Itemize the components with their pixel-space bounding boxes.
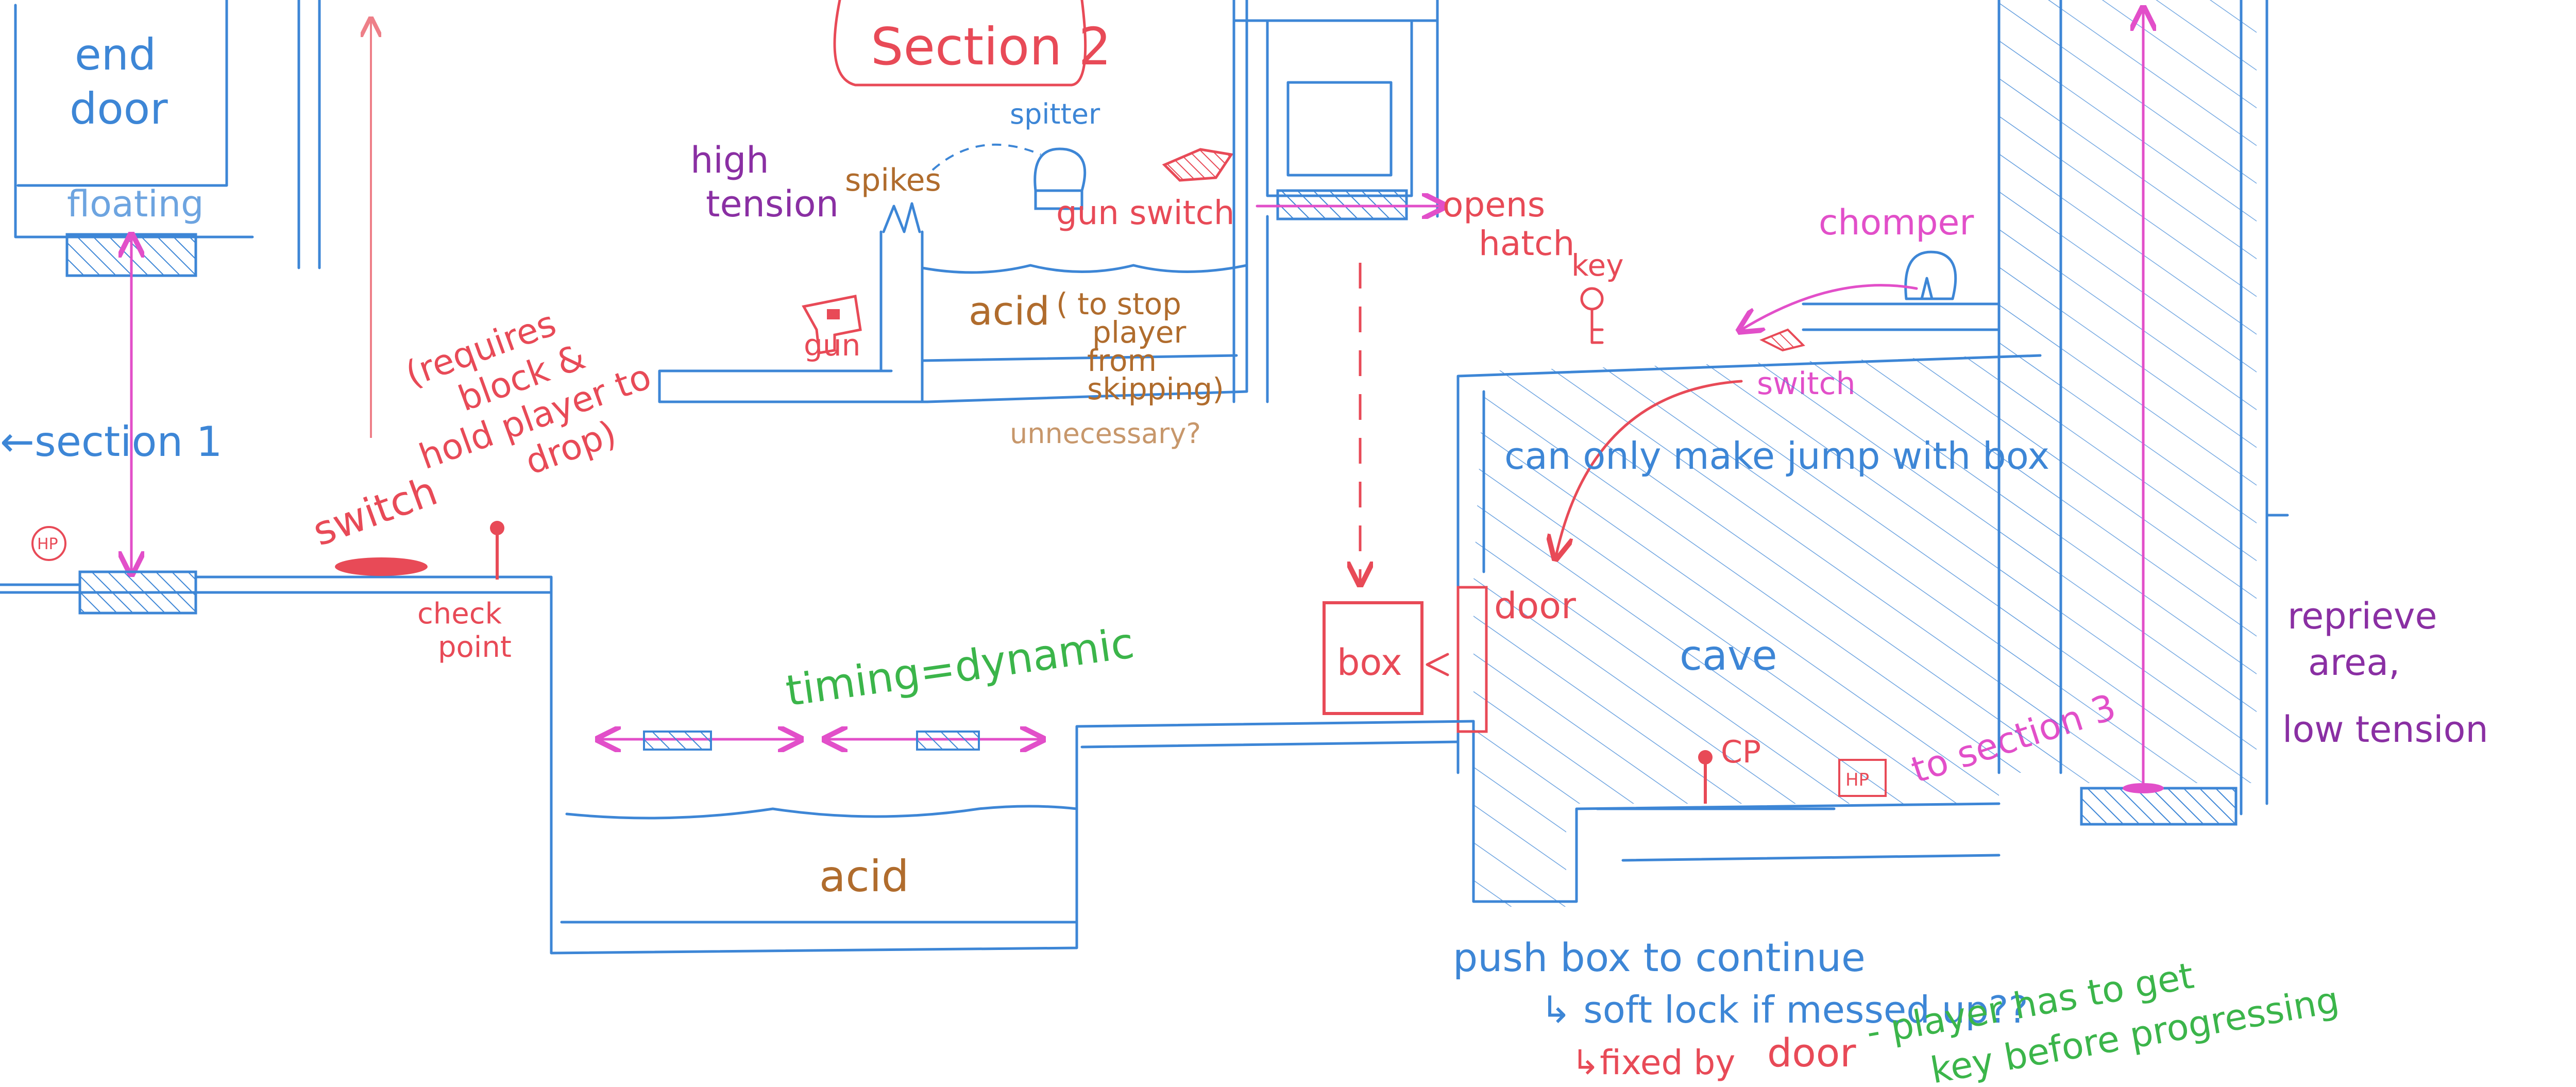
- svg-text:Section 2: Section 2: [871, 16, 1111, 77]
- gun-icon: [802, 295, 862, 354]
- cave-label: cave: [1680, 632, 1777, 680]
- fixed-by-label: ↳fixed by: [1571, 1043, 1735, 1082]
- moving-platform-left: [600, 732, 799, 750]
- timing-label: timing=dynamic: [783, 619, 1137, 716]
- svg-text:tension: tension: [706, 183, 839, 225]
- elevator-platform: [2080, 787, 2238, 826]
- key-icon: [1580, 287, 1604, 344]
- svg-text:( to stop: ( to stop: [1056, 286, 1181, 321]
- svg-text:reprieve: reprieve: [2287, 595, 2437, 637]
- chomper-label: chomper: [1819, 202, 1974, 243]
- can-only-label: can only make jump with box: [1504, 434, 2049, 478]
- reprieve-label: reprieve area, low tension: [2282, 595, 2488, 751]
- player-key-note: - player has to get key before progressi…: [1863, 955, 2342, 1087]
- section2-title: Section 2: [833, 0, 1111, 87]
- svg-text:HP: HP: [1845, 770, 1869, 790]
- floating-platform-landing: [78, 570, 197, 615]
- cave-door: [1456, 586, 1488, 733]
- switch-plate: [335, 557, 428, 576]
- end-door-area: end door floating: [14, 0, 371, 572]
- hp-icon-cave: HP: [1838, 759, 1887, 797]
- box: box: [1323, 601, 1449, 715]
- floating-label: floating: [67, 183, 204, 225]
- spitter-projectile-path: [931, 143, 1041, 171]
- svg-text:CP: CP: [1721, 734, 1761, 770]
- svg-text:point: point: [438, 631, 512, 664]
- acid-top-pool: [658, 0, 1248, 403]
- acid-top-note: ( to stop player from skipping): [1056, 286, 1224, 406]
- gun-switch-icon: [1162, 148, 1234, 182]
- hp-icon: HP: [31, 526, 66, 561]
- acid-bottom-pit: [550, 581, 1475, 955]
- checkpoint-icon: [490, 521, 504, 580]
- opens-hatch-label: opens hatch: [1443, 185, 1574, 263]
- spitter-label: spitter: [1010, 98, 1100, 130]
- hatch-shaft: [1232, 0, 1443, 403]
- spikes-icon: [882, 202, 921, 233]
- chomper-icon: [1904, 250, 1957, 300]
- soft-lock-label: ↳ soft lock if messed up??: [1540, 988, 2028, 1031]
- spitter-icon: [1033, 147, 1087, 210]
- svg-text:HP: HP: [37, 535, 58, 553]
- end-door-label-2: door: [70, 83, 168, 134]
- gun-label: gun: [804, 328, 860, 363]
- svg-text:hatch: hatch: [1479, 224, 1574, 263]
- acid-bottom-label: acid: [819, 851, 909, 902]
- spikes-label: spikes: [845, 162, 941, 198]
- svg-text:area,: area,: [2308, 641, 2400, 684]
- svg-text:high: high: [690, 139, 769, 181]
- gun-switch-label: gun switch: [1056, 194, 1234, 232]
- svg-text:player: player: [1092, 315, 1186, 350]
- cp-marker: CP: [1698, 734, 1761, 804]
- svg-text:skipping): skipping): [1087, 371, 1224, 406]
- acid-top-label: acid: [969, 288, 1050, 334]
- left-ground: [0, 521, 553, 805]
- end-door-label-1: end: [75, 29, 156, 80]
- reprieve-column: [1997, 0, 2289, 826]
- switch-label: switch: [307, 468, 444, 555]
- moving-platform-right: [827, 732, 1041, 750]
- key-label: key: [1571, 248, 1624, 283]
- section1-label: ←section 1: [0, 418, 222, 466]
- svg-text:low tension: low tension: [2282, 708, 2488, 751]
- svg-text:from: from: [1087, 343, 1157, 378]
- svg-text:check: check: [417, 597, 502, 631]
- fixed-door-label: door: [1767, 1030, 1856, 1076]
- door-label: door: [1494, 585, 1576, 627]
- checkpoint-label: check point: [417, 597, 512, 664]
- push-box-label: push box to continue: [1453, 935, 1866, 980]
- cave: [1456, 354, 2042, 907]
- svg-text:opens: opens: [1443, 185, 1545, 225]
- svg-text:box: box: [1337, 641, 1402, 684]
- upper-switch: [1741, 0, 2001, 352]
- high-tension-label: high tension: [690, 139, 839, 225]
- unnecessary-label: unnecessary?: [1010, 417, 1201, 450]
